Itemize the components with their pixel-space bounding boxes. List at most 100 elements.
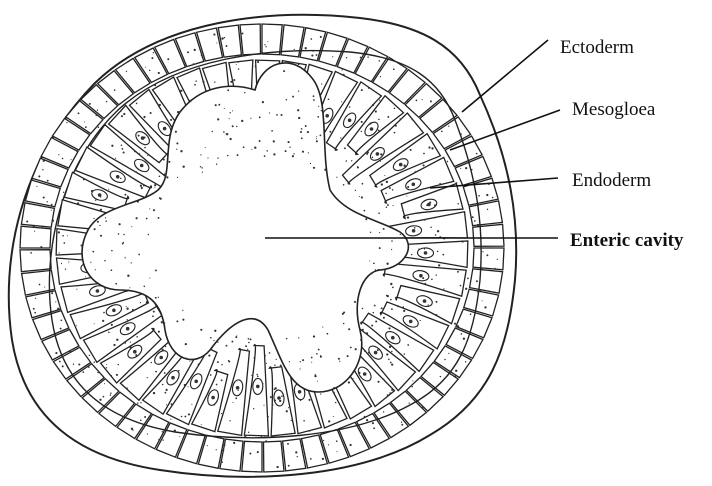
stipple-dot: [438, 264, 440, 266]
stipple-dot: [154, 187, 155, 188]
stipple-dot: [125, 257, 126, 258]
stipple-dot: [297, 109, 299, 111]
stipple-dot: [357, 166, 358, 167]
stipple-dot: [388, 327, 390, 329]
stipple-dot: [127, 275, 129, 277]
stipple-dot: [351, 160, 352, 161]
stipple-dot: [123, 234, 125, 236]
stipple-dot: [399, 118, 400, 119]
stipple-dot: [238, 68, 239, 69]
stipple-dot: [361, 89, 363, 91]
stipple-dot: [386, 207, 387, 208]
stipple-dot: [339, 361, 340, 362]
stipple-dot: [213, 404, 215, 406]
stipple-dot: [479, 290, 481, 292]
stipple-dot: [159, 197, 161, 199]
stipple-dot: [264, 155, 266, 157]
stipple-dot: [492, 197, 494, 199]
stipple-dot: [205, 147, 206, 148]
stipple-dot: [221, 37, 223, 39]
stipple-dot: [361, 196, 363, 198]
stipple-dot: [201, 167, 202, 168]
stipple-dot: [145, 196, 147, 198]
stipple-dot: [179, 111, 181, 113]
stipple-dot: [222, 449, 224, 451]
stipple-dot: [76, 325, 77, 326]
stipple-dot: [144, 136, 146, 138]
stipple-dot: [346, 57, 347, 58]
stipple-dot: [269, 112, 270, 113]
stipple-dot: [103, 396, 105, 398]
stipple-dot: [227, 155, 228, 156]
stipple-dot: [424, 219, 426, 221]
stipple-dot: [391, 363, 393, 365]
stipple-dot: [121, 115, 123, 117]
stipple-dot: [51, 292, 53, 294]
stipple-dot: [232, 125, 234, 127]
stipple-dot: [476, 280, 478, 282]
stipple-dot: [111, 145, 113, 147]
stipple-dot: [381, 307, 383, 309]
stipple-dot: [257, 451, 259, 453]
stipple-dot: [61, 263, 62, 264]
stipple-dot: [424, 248, 425, 249]
stipple-dot: [316, 140, 318, 142]
stipple-dot: [251, 375, 252, 376]
stipple-dot: [248, 342, 250, 344]
stipple-dot: [178, 370, 180, 372]
stipple-dot: [152, 315, 154, 317]
stipple-dot: [431, 147, 433, 149]
stipple-dot: [362, 183, 364, 185]
stipple-dot: [167, 58, 169, 60]
stipple-dot: [52, 220, 54, 222]
stipple-dot: [224, 108, 225, 109]
stipple-dot: [266, 150, 268, 152]
stipple-dot: [153, 209, 155, 211]
stipple-dot: [303, 420, 305, 422]
stipple-dot: [236, 64, 237, 65]
nucleolus: [409, 320, 413, 324]
stipple-dot: [348, 381, 350, 383]
stipple-dot: [200, 154, 201, 155]
stipple-dot: [123, 113, 125, 115]
stipple-dot: [151, 362, 152, 363]
stipple-dot: [118, 233, 120, 235]
stipple-dot: [422, 407, 424, 409]
stipple-dot: [89, 355, 90, 356]
stipple-dot: [313, 51, 314, 52]
stipple-dot: [229, 420, 230, 421]
stipple-dot: [232, 402, 233, 403]
stipple-dot: [423, 164, 425, 166]
stipple-dot: [242, 33, 244, 35]
stipple-dot: [51, 204, 53, 206]
stipple-dot: [251, 149, 252, 150]
stipple-dot: [162, 349, 164, 351]
stipple-dot: [120, 178, 121, 179]
stipple-dot: [336, 451, 337, 452]
stipple-dot: [366, 332, 368, 334]
stipple-dot: [202, 172, 203, 173]
stipple-dot: [94, 228, 96, 230]
stipple-dot: [102, 320, 104, 322]
stipple-dot: [262, 101, 264, 103]
stipple-dot: [486, 254, 488, 256]
stipple-dot: [213, 340, 214, 341]
stipple-dot: [298, 90, 299, 91]
stipple-dot: [248, 432, 249, 433]
stipple-dot: [188, 386, 189, 387]
stipple-dot: [214, 330, 216, 332]
stipple-dot: [368, 87, 370, 89]
stipple-dot: [226, 345, 228, 347]
stipple-dot: [320, 393, 321, 394]
stipple-dot: [147, 433, 148, 434]
stipple-dot: [380, 161, 381, 162]
stipple-dot: [175, 131, 177, 133]
stipple-dot: [279, 400, 281, 402]
stipple-dot: [328, 98, 330, 100]
stipple-dot: [394, 132, 396, 134]
stipple-dot: [91, 190, 93, 192]
stipple-dot: [411, 254, 412, 255]
stipple-dot: [259, 140, 261, 142]
stipple-dot: [391, 240, 393, 242]
ectoderm-cell: [242, 441, 262, 472]
